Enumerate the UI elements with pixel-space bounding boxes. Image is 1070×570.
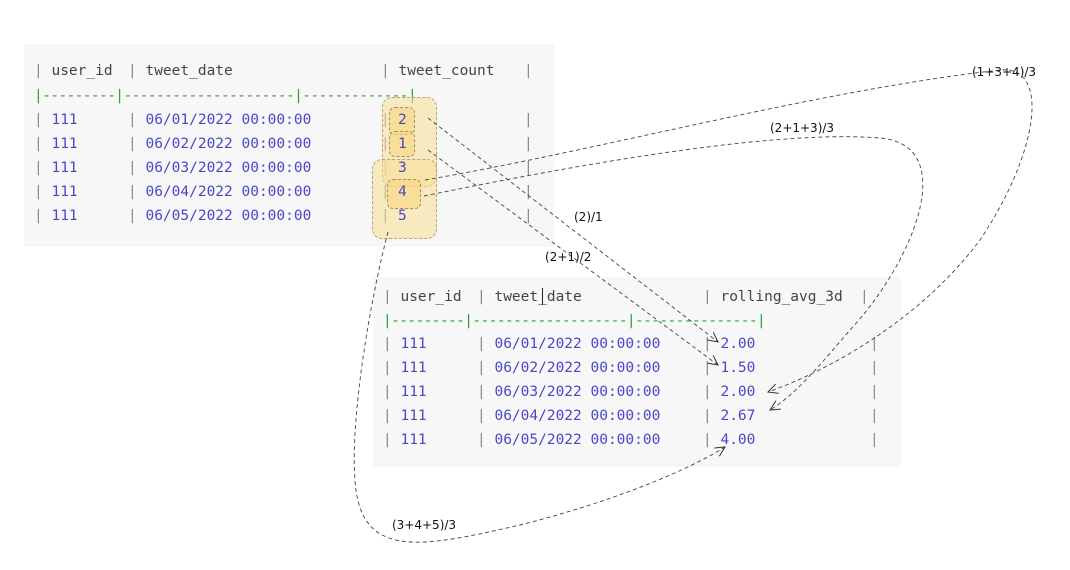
cell-tweet-date: 06/05/2022 00:00:00 [145, 208, 312, 224]
cell-rolling-avg: 2.67 [720, 408, 756, 424]
cell-user-id: 111 [400, 432, 427, 448]
cell-user-id: 111 [400, 408, 427, 424]
cell-tweet-date: 06/05/2022 00:00:00 [494, 432, 661, 448]
cell-rolling-avg: 1.50 [720, 360, 756, 376]
cell-tweet-date: 06/03/2022 00:00:00 [494, 384, 661, 400]
cell-tweet-date: 06/04/2022 00:00:00 [145, 184, 312, 200]
cell-user-id: 111 [51, 160, 78, 176]
annotation-row3: (1+3+4)/3 [972, 65, 1037, 79]
header-user-id: user_id [51, 63, 113, 79]
cell-tweet-count: 1 [398, 136, 407, 152]
annotation-row2: (2+1)/2 [545, 250, 592, 264]
header-tweet-date: tweet_date [145, 63, 233, 79]
cell-tweet-date: 06/01/2022 00:00:00 [494, 336, 661, 352]
annotation-row5: (3+4+5)/3 [392, 518, 457, 532]
value-highlight-4 [387, 179, 421, 209]
cell-rolling-avg: 2.00 [720, 384, 756, 400]
cell-rolling-avg: 4.00 [720, 432, 756, 448]
header-tweet-date: tweet_date [494, 289, 582, 305]
cell-tweet-date: 06/03/2022 00:00:00 [145, 160, 312, 176]
cell-tweet-count: 2 [398, 112, 407, 128]
annotation-row1: (2)/1 [574, 210, 603, 224]
arrow-row5 [353, 231, 725, 543]
cell-tweet-count: 4 [398, 184, 407, 200]
arrow-row4 [423, 136, 924, 410]
cell-tweet-date: 06/02/2022 00:00:00 [145, 136, 312, 152]
cell-user-id: 111 [51, 208, 78, 224]
cell-user-id: 111 [51, 136, 78, 152]
arrow-row1 [427, 117, 718, 342]
cell-tweet-date: 06/04/2022 00:00:00 [494, 408, 661, 424]
text-cursor [542, 288, 543, 305]
arrow-row3 [424, 69, 1033, 392]
cell-tweet-count: 3 [398, 160, 407, 176]
cell-user-id: 111 [400, 360, 427, 376]
cell-tweet-date: 06/01/2022 00:00:00 [145, 112, 312, 128]
annotation-row4: (2+1+3)/3 [770, 121, 835, 135]
tweets-table: | user_id | tweet_date | tweet_count | |… [24, 44, 554, 247]
cell-user-id: 111 [51, 112, 78, 128]
cell-user-id: 111 [400, 336, 427, 352]
cell-tweet-date: 06/02/2022 00:00:00 [494, 360, 661, 376]
header-tweet-count: tweet_count [398, 63, 495, 79]
cell-user-id: 111 [51, 184, 78, 200]
table-header-row: | user_id [34, 63, 113, 79]
value-highlight-1 [389, 131, 415, 157]
cell-rolling-avg: 2.00 [720, 336, 756, 352]
header-user-id: user_id [400, 289, 462, 305]
cell-user-id: 111 [400, 384, 427, 400]
cell-tweet-count: 5 [398, 208, 407, 224]
header-separator: |---------|-------------------|---------… [383, 313, 766, 329]
header-separator: |---------|---------------------|-------… [34, 88, 417, 104]
header-rolling-avg: rolling_avg_3d [720, 289, 843, 305]
window-highlight-2 [372, 159, 437, 239]
